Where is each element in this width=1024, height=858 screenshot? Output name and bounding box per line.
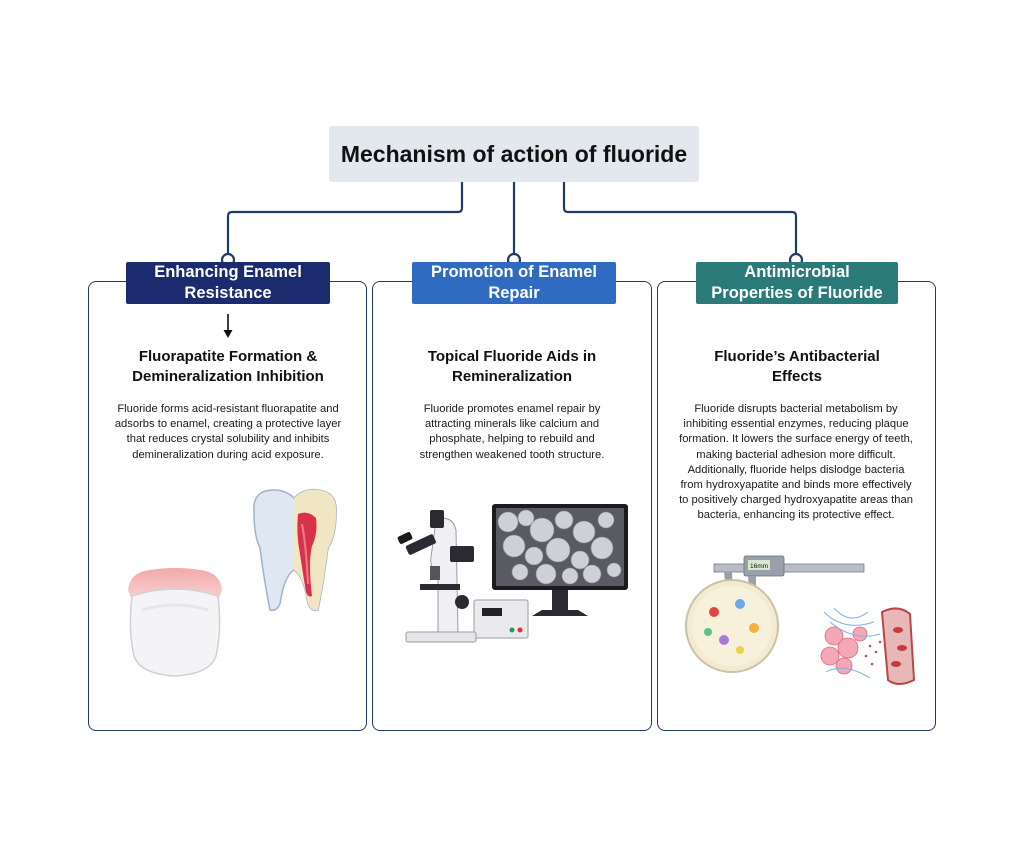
molar-cross-section-illustration xyxy=(253,488,337,612)
header-enamel-repair: Promotion of Enamel Repair xyxy=(412,262,616,304)
subtitle-enamel-repair: Topical Fluoride Aids in Remineralizatio… xyxy=(427,348,597,385)
subtitle-enamel-resistance: Fluorapatite Formation & Demineralizatio… xyxy=(132,348,324,385)
incisor-tooth-illustration xyxy=(128,568,222,677)
subtitle-antimicrobial: Fluoride’s Antibacterial Effects xyxy=(714,348,880,385)
description-enamel-resistance: Fluoride forms acid-resistant fluorapati… xyxy=(114,403,342,461)
description-antimicrobial: Fluoride disrupts bacterial metabolism b… xyxy=(679,403,913,522)
header-enamel-resistance: Enhancing Enamel Resistance xyxy=(126,262,330,304)
caliper-readout: 16mm xyxy=(750,563,768,570)
microscope-monitor-illustration xyxy=(397,504,628,643)
header-antimicrobial: Antimicrobial Properties of Fluoride xyxy=(696,262,898,304)
down-arrow-icon xyxy=(223,314,233,338)
diagram-title: Mechanism of action of fluoride xyxy=(329,126,699,182)
petri-dish-caliper-illustration: 16mm xyxy=(685,555,916,685)
description-enamel-repair: Fluoride promotes enamel repair by attra… xyxy=(419,403,605,461)
